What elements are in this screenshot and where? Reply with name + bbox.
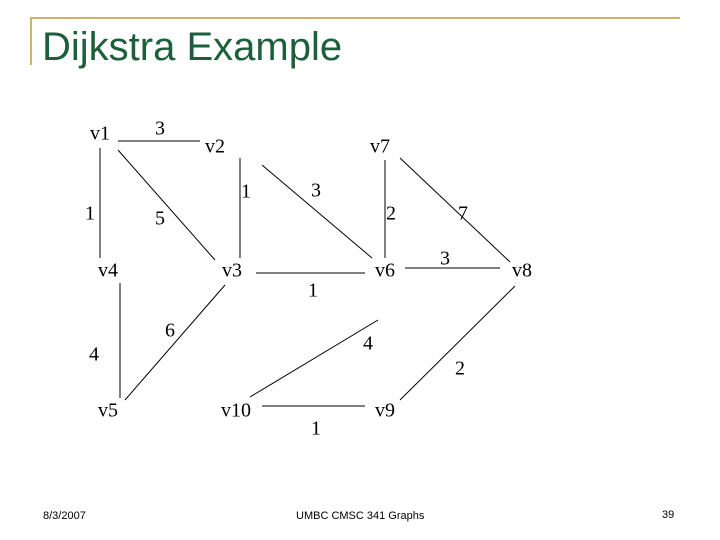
node-v9: v9 bbox=[375, 400, 395, 422]
slide-title: Dijkstra Example bbox=[42, 25, 343, 69]
weight-label-v2-v3: 1 bbox=[241, 181, 251, 203]
edge-v2-v6 bbox=[261, 164, 373, 259]
weight-label-v6-v8: 3 bbox=[440, 248, 450, 270]
node-v7: v7 bbox=[370, 136, 390, 158]
footer-date: 8/3/2007 bbox=[43, 510, 86, 522]
node-v6: v6 bbox=[375, 260, 395, 282]
edge-v1-v3 bbox=[117, 149, 216, 261]
edge-v3-v5 bbox=[124, 284, 226, 401]
edge-v9-v8 bbox=[399, 285, 516, 401]
weight-label-v7-v6: 2 bbox=[386, 203, 396, 225]
title-frame-left bbox=[30, 17, 32, 65]
weight-label-v3-v5: 6 bbox=[165, 320, 175, 342]
weight-label-v7-v8: 7 bbox=[458, 203, 468, 225]
weight-label-v4-v5: 4 bbox=[89, 344, 99, 366]
node-v10: v10 bbox=[221, 400, 251, 422]
node-v8: v8 bbox=[512, 260, 532, 282]
node-v4: v4 bbox=[98, 260, 118, 282]
footer-course: UMBC CMSC 341 Graphs bbox=[296, 510, 425, 522]
node-v5: v5 bbox=[98, 400, 118, 422]
weight-label-v3-v6: 1 bbox=[308, 280, 318, 302]
node-v1: v1 bbox=[90, 123, 110, 145]
weight-label-v2-v6: 3 bbox=[311, 180, 321, 202]
weight-label-v9-v8: 2 bbox=[455, 358, 465, 380]
weight-label-v10-v6: 4 bbox=[363, 333, 373, 355]
edge-v10-v6 bbox=[249, 319, 379, 398]
weight-label-v1-v3: 5 bbox=[155, 208, 165, 230]
weight-label-v10-v9: 1 bbox=[311, 418, 321, 440]
edges-layer bbox=[99, 140, 516, 407]
node-v3: v3 bbox=[222, 260, 242, 282]
weight-label-v1-v2: 3 bbox=[155, 118, 165, 140]
weight-label-v1-v4: 1 bbox=[85, 203, 95, 225]
page-number: 39 bbox=[662, 509, 675, 521]
node-v2: v2 bbox=[205, 136, 225, 158]
weights-layer: 3 1 5 1 2 7 3 4 6 1 2 1 4 3 bbox=[85, 118, 468, 440]
title-frame-top bbox=[30, 17, 680, 19]
edge-v7-v8 bbox=[399, 157, 511, 263]
nodes-layer: v1 v2 v3 v4 v5 v6 v7 v8 v9 v10 bbox=[90, 123, 532, 422]
